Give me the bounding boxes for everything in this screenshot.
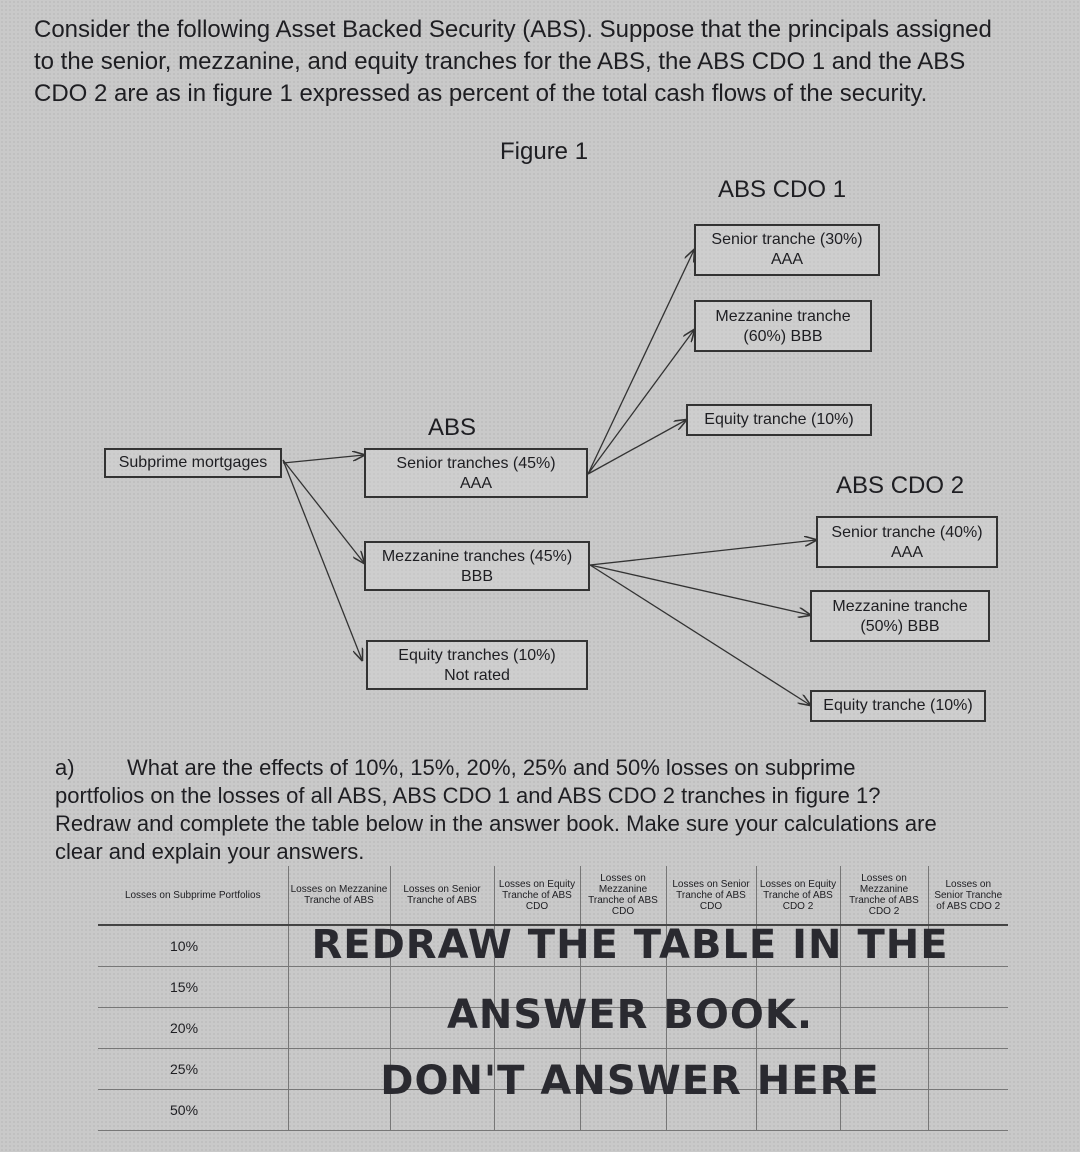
abs-senior-label: Senior tranches (45%) (396, 455, 556, 472)
table-row: 15% (98, 966, 1008, 1008)
figure-title: Figure 1 (500, 138, 589, 165)
row-loss-pct: 20% (98, 1007, 288, 1049)
cdo1-equity-box: Equity tranche (10%) (686, 404, 872, 436)
intro-line: to the senior, mezzanine, and equity tra… (34, 48, 966, 75)
abs-mezz-rating: BBB (460, 568, 493, 585)
cdo1-mezz-box: Mezzanine tranche (60%) BBB (694, 300, 872, 352)
table-header: Losses on Senior Tranche of ABS CDO 2 (927, 866, 1008, 926)
abs-cdo2-title: ABS CDO 2 (836, 472, 965, 499)
cdo2-senior-rating: AAA (890, 544, 923, 561)
abs-senior-box: Senior tranches (45%) AAA (364, 448, 588, 498)
arrow-subprime-to-senior (282, 455, 364, 464)
intro-line: CDO 2 are as in figure 1 expressed as pe… (34, 80, 928, 107)
overlay-line-2: ANSWER BOOK. (446, 992, 814, 1038)
table-row: 50% (98, 1089, 1008, 1131)
cdo2-equity-label: Equity tranche (10%) (823, 697, 973, 714)
table-header: Losses on Mezzanine Tranche of ABS CDO 2 (839, 866, 928, 926)
arrow-mezz-to-cdo1-equity (587, 420, 686, 475)
cdo2-mezz-box: Mezzanine tranche (50%) BBB (810, 590, 990, 642)
table-row: 20% (98, 1007, 1008, 1049)
arrow-mezz-to-cdo2-equity (589, 564, 810, 705)
cdo2-senior-box: Senior tranche (40%) AAA (816, 516, 998, 568)
row-loss-pct: 15% (98, 966, 288, 1008)
table-header: Losses on Mezzanine Tranche of ABS (287, 866, 390, 926)
cdo2-mezz-rating: (50%) BBB (860, 618, 940, 635)
abs-equity-rating: Not rated (444, 667, 510, 684)
cdo1-mezz-label: Mezzanine tranche (715, 308, 851, 325)
question-line: What are the effects of 10%, 15%, 20%, 2… (127, 755, 856, 780)
abs-equity-label: Equity tranches (10%) (398, 647, 556, 664)
subprime-label: Subprime mortgages (118, 454, 268, 471)
cdo2-senior-label: Senior tranche (40%) (831, 524, 983, 541)
table-row: 25% (98, 1048, 1008, 1090)
arrow-mezz-to-cdo2-mezz (589, 564, 810, 615)
cdo1-senior-rating: AAA (770, 251, 803, 268)
abs-cdo1-title: ABS CDO 1 (718, 176, 847, 203)
row-loss-pct: 25% (98, 1048, 288, 1090)
abs-mezz-box: Mezzanine tranches (45%) BBB (364, 541, 590, 591)
row-loss-pct: 50% (98, 1089, 288, 1131)
arrow-subprime-to-mezz (282, 459, 364, 563)
cdo1-equity-label: Equity tranche (10%) (704, 411, 854, 428)
cdo1-senior-box: Senior tranche (30%) AAA (694, 224, 880, 276)
table-header: Losses on Equity Tranche of ABS CDO 2 (755, 866, 840, 926)
cdo1-mezz-rating: (60%) BBB (743, 328, 823, 345)
cdo1-senior-label: Senior tranche (30%) (711, 231, 863, 248)
table-header: Losses on Equity Tranche of ABS CDO (493, 866, 580, 926)
table-header: Losses on Mezzanine Tranche of ABS CDO (579, 866, 666, 926)
intro-line: Consider the following Asset Backed Secu… (34, 16, 992, 43)
question-line: Redraw and complete the table below in t… (55, 811, 937, 836)
arrow-subprime-to-equity (282, 459, 362, 660)
question-a: a) What are the effects of 10%, 15%, 20%,… (55, 754, 1065, 866)
table-header: Losses on Subprime Portfolios (98, 866, 288, 926)
arrow-mezz-to-cdo2-senior (589, 540, 816, 566)
subprime-mortgages-box: Subprime mortgages (104, 448, 282, 478)
intro-paragraph: Consider the following Asset Backed Secu… (34, 14, 1074, 110)
arrow-mezz-to-cdo1-mezz (587, 330, 694, 475)
abs-equity-box: Equity tranches (10%) Not rated (366, 640, 588, 690)
flow-arrows (282, 0, 1080, 760)
question-line: portfolios on the losses of all ABS, ABS… (55, 783, 881, 808)
cdo2-equity-box: Equity tranche (10%) (810, 690, 986, 722)
arrow-mezz-to-cdo1-senior (587, 250, 694, 475)
overlay-line-3: DON'T ANSWER HERE (380, 1058, 880, 1104)
table-header: Losses on Senior Tranche of ABS CDO (665, 866, 756, 926)
table-header-row: Losses on Subprime Portfolios Losses on … (98, 866, 1008, 926)
abs-title: ABS (428, 414, 477, 441)
abs-senior-rating: AAA (459, 475, 492, 492)
question-label: a) (55, 755, 75, 780)
question-line: clear and explain your answers. (55, 839, 365, 864)
cdo2-mezz-label: Mezzanine tranche (832, 598, 968, 615)
abs-mezz-label: Mezzanine tranches (45%) (381, 548, 573, 565)
table-header: Losses on Senior Tranche of ABS (389, 866, 494, 926)
overlay-line-1: REDRAW THE TABLE IN THE (311, 922, 949, 968)
table-row: 10% (98, 925, 1008, 967)
question-first-line: a) What are the effects of 10%, 15%, 20%,… (55, 754, 1065, 782)
row-loss-pct: 10% (98, 925, 288, 967)
losses-table: Losses on Subprime Portfolios Losses on … (98, 866, 1008, 1131)
